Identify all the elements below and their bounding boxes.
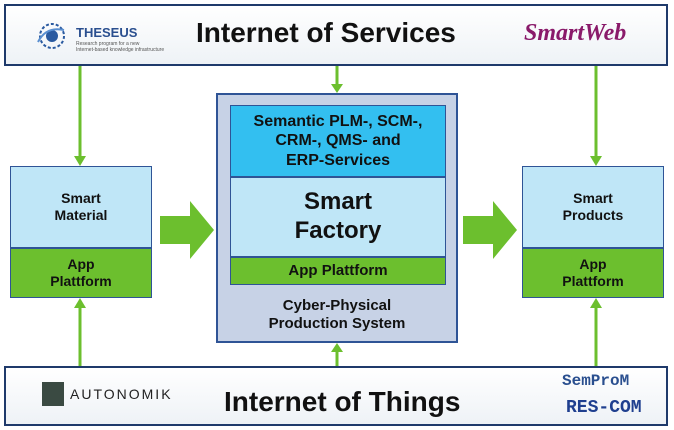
smart-products-box: Smart Products App Plattform <box>522 166 664 298</box>
services-line-2: CRM-, QMS- and <box>275 132 401 150</box>
autonomik-logo: AUTONOMIK <box>42 382 212 410</box>
semprom-logo: SemProM <box>562 372 630 390</box>
theseus-logo: THESEUS Research program for a new Inter… <box>30 18 180 60</box>
cpps-line-2: Production System <box>268 315 406 332</box>
right-title-line-2: Products <box>562 207 624 223</box>
arrowhead-bottom-to-center <box>331 343 343 352</box>
cpps-line-1: Cyber-Physical <box>282 297 392 314</box>
theseus-logo-tagline-1: Research program for a new <box>76 41 140 47</box>
right-platform-line-2: Plattform <box>562 273 624 289</box>
internet-of-things-title: Internet of Things <box>224 386 461 417</box>
big-arrow-center-to-right <box>463 201 517 259</box>
arrowhead-top-to-center <box>331 84 343 93</box>
smart-products-block: Smart Products <box>522 166 664 248</box>
center-app-platform-label: App Plattform <box>288 262 388 279</box>
arrowhead-top-to-right <box>590 156 602 166</box>
left-app-platform-block: App Plattform <box>10 248 152 298</box>
cyber-physical-production-system-box: Semantic PLM-, SCM-, CRM-, QMS- and ERP-… <box>216 93 458 343</box>
right-title-line-1: Smart <box>573 190 613 207</box>
autonomik-emblem-icon <box>42 382 64 406</box>
cpps-caption: Cyber-Physical Production System <box>218 291 456 339</box>
left-platform-line-2: Plattform <box>50 273 112 289</box>
right-platform-line-1: App <box>579 256 607 273</box>
factory-line-1: Smart <box>303 188 373 216</box>
right-app-platform-block: App Plattform <box>522 248 664 298</box>
left-title-line-1: Smart <box>61 190 101 207</box>
arrowhead-top-to-left <box>74 156 86 166</box>
arrowhead-bottom-to-right <box>590 298 602 308</box>
left-platform-line-1: App <box>67 256 95 273</box>
factory-line-2: Factory <box>294 217 382 244</box>
semantic-services-block: Semantic PLM-, SCM-, CRM-, QMS- and ERP-… <box>230 105 446 177</box>
internet-of-things-band: AUTONOMIK Internet of Things SemProM RES… <box>4 366 668 426</box>
arrowhead-bottom-to-left <box>74 298 86 308</box>
theseus-logo-tagline-2: Internet-based knowledge infrastructure <box>76 47 165 53</box>
services-line-3: ERP-Services <box>285 151 391 169</box>
smart-material-block: Smart Material <box>10 166 152 248</box>
theseus-logo-name: THESEUS <box>76 25 138 40</box>
theseus-emblem-icon <box>37 23 65 49</box>
smartweb-logo: SmartWeb <box>524 20 627 46</box>
smart-material-box: Smart Material App Plattform <box>10 166 152 298</box>
internet-of-services-band: THESEUS Research program for a new Inter… <box>4 4 668 66</box>
left-title-line-2: Material <box>54 207 108 223</box>
center-app-platform-block: App Plattform <box>230 257 446 285</box>
big-arrow-left-to-center <box>160 201 214 259</box>
autonomik-logo-text: AUTONOMIK <box>70 386 173 402</box>
services-line-1: Semantic PLM-, SCM-, <box>253 113 423 131</box>
internet-of-services-title: Internet of Services <box>196 17 456 48</box>
rescom-logo: RES-COM <box>566 398 642 418</box>
smart-factory-block: Smart Factory <box>230 177 446 257</box>
